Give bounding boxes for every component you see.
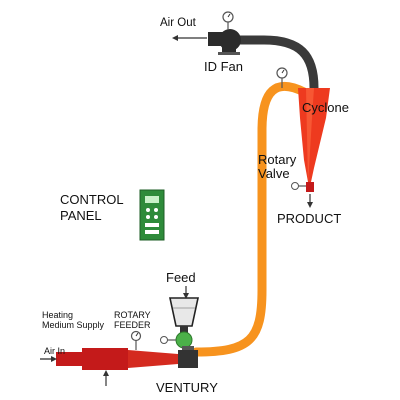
rotary-valve-label-1: Rotary [258,152,297,167]
cyclone [276,67,330,182]
rotary-valve-label-2: Valve [258,166,290,181]
air-in-label: Air In [44,346,65,356]
control-panel-label-2: PANEL [60,208,102,223]
control-panel-label-1: CONTROL [60,192,124,207]
feed-label: Feed [166,270,196,285]
heating-label-2: Medium Supply [42,320,105,330]
air-out-label: Air Out [160,17,197,29]
air-in-arrow-icon [40,356,57,362]
venturi-label: VENTURY [156,380,218,395]
rotary-feeder [160,331,193,349]
air-out-arrow-icon [172,35,207,41]
air-heater [56,330,198,386]
id-fan [208,11,241,55]
exhaust-duct [235,35,319,93]
rotary-valve [291,182,314,208]
feed-hopper [169,286,199,334]
control-panel [139,189,165,241]
rotary-feeder-label-2: FEEDER [114,320,151,330]
heating-label-1: Heating [42,310,73,320]
conveying-duct [191,81,309,357]
cyclone-label: Cyclone [302,100,349,115]
rotary-feeder-label-1: ROTARY [114,310,151,320]
id-fan-label: ID Fan [204,59,243,74]
product-label: PRODUCT [277,211,341,226]
